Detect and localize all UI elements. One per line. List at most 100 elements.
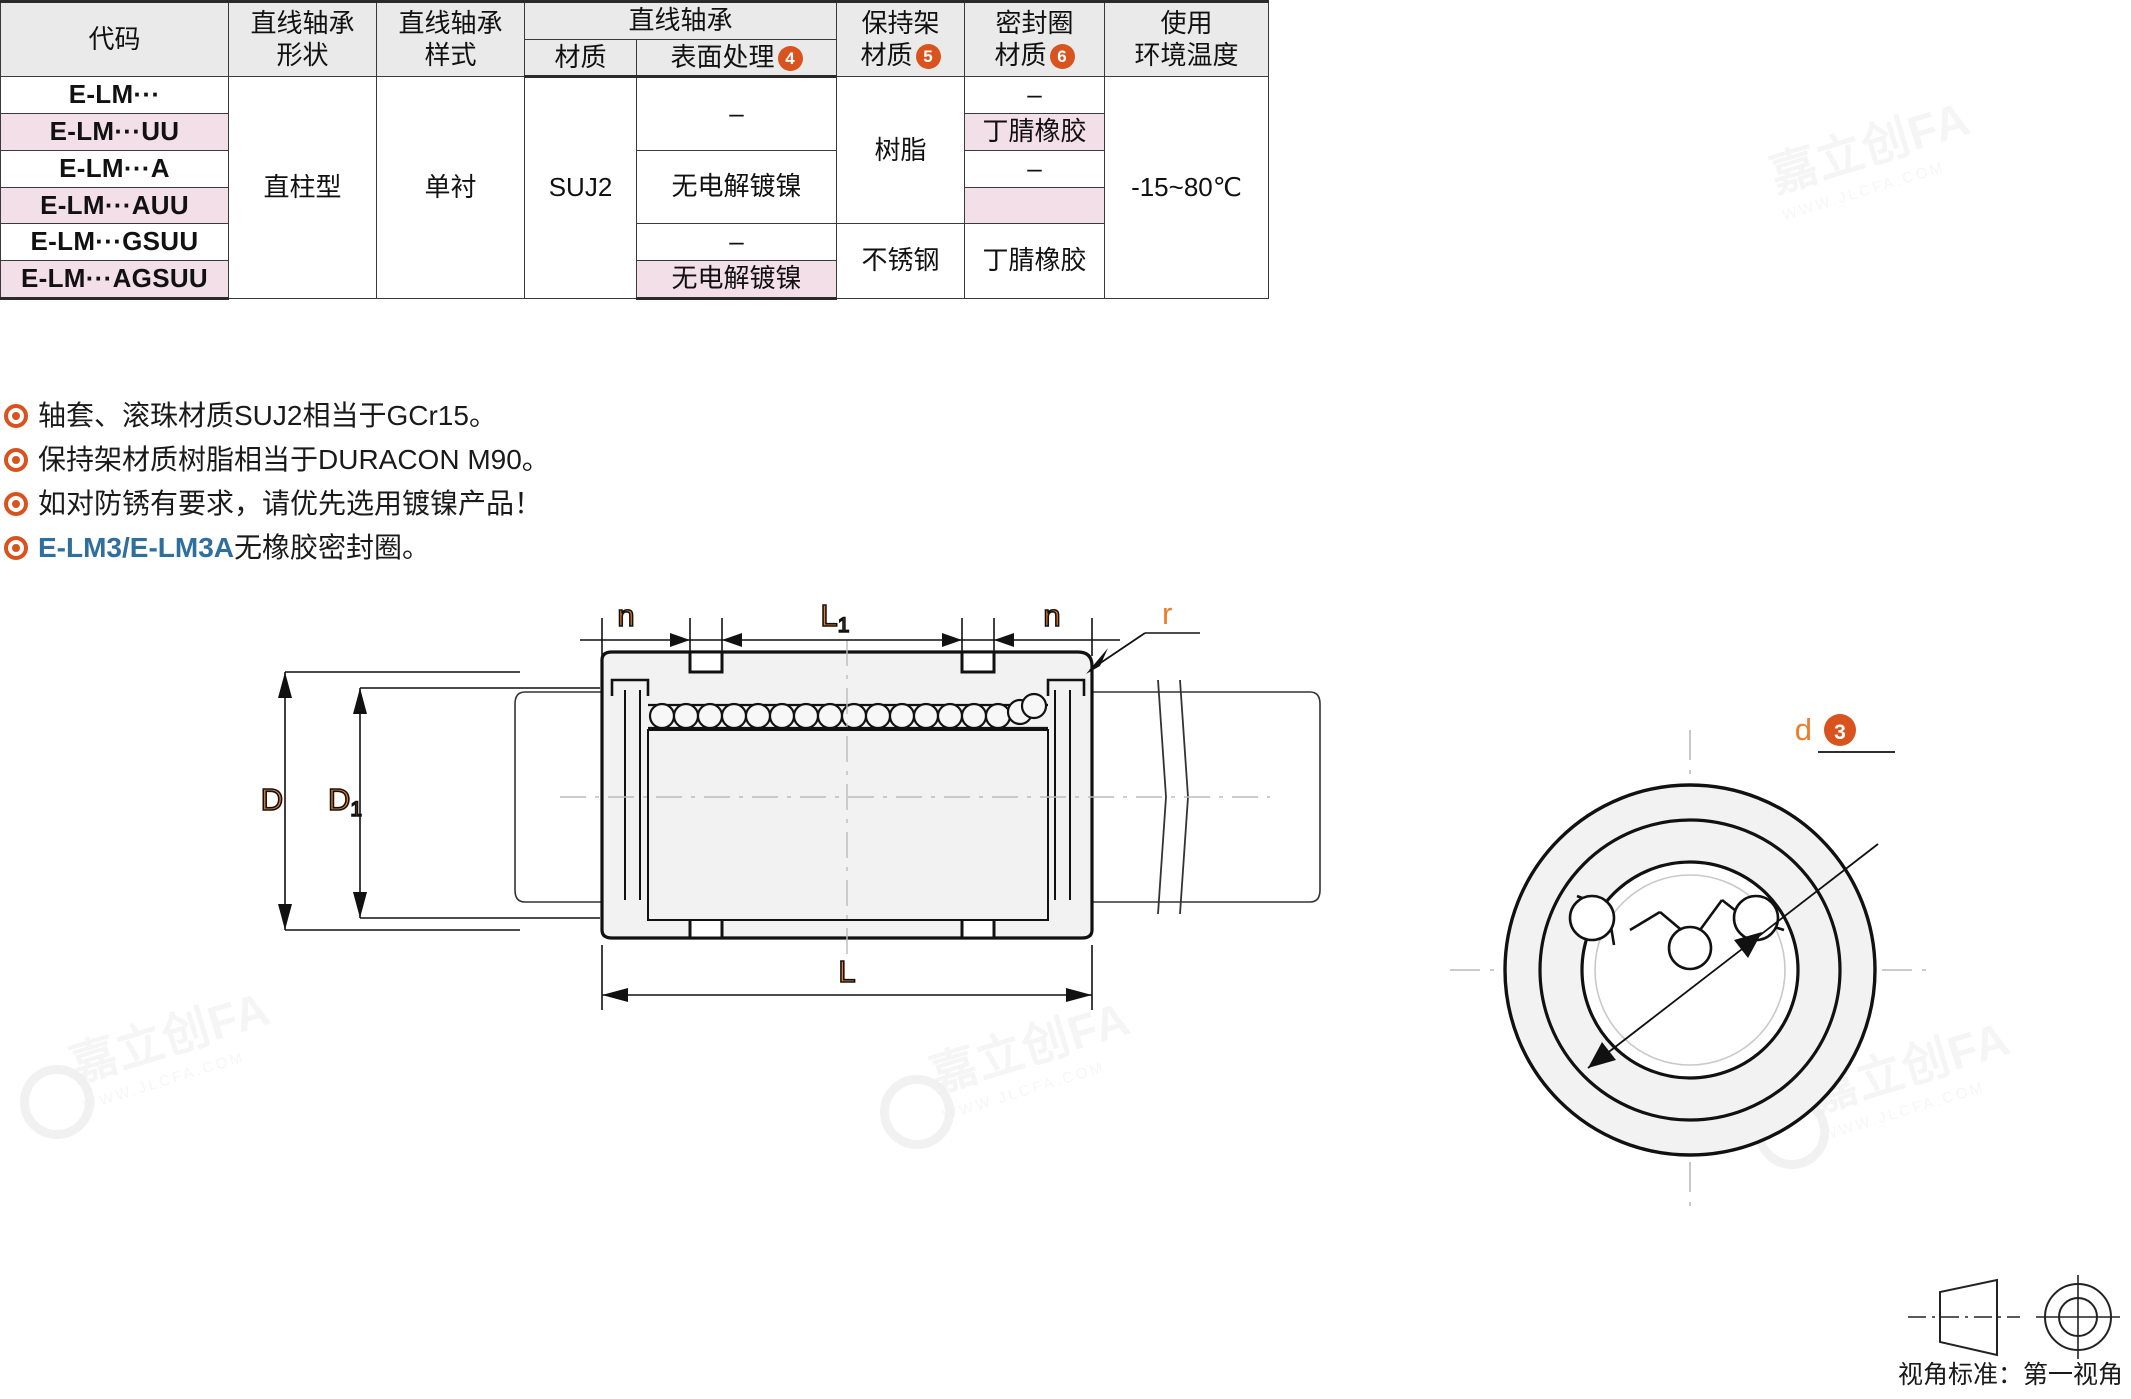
cell-retainer-resin: 树脂: [836, 76, 966, 225]
cell-style: 单衬: [376, 76, 525, 299]
table-row[interactable]: E-LM···AGSUU 无电解镀镍: [0, 260, 1269, 300]
top-dimensions: n L1 n: [580, 600, 1120, 656]
note-text: 如对防锈有要求，请优先选用镀镍产品！: [38, 488, 543, 519]
note-item: 轴套、滚珠材质SUJ2相当于GCr15。: [4, 398, 1104, 433]
ball-row: [648, 692, 1048, 730]
note-item: 如对防锈有要求，请优先选用镀镍产品！: [4, 486, 1104, 521]
cell-surface-nickel-top: 无电解镀镍: [635, 149, 838, 225]
dim-label-n-left: n: [617, 600, 634, 633]
shaft-right-cap: [1309, 691, 1321, 903]
groove-left: [688, 650, 724, 674]
note-item: 保持架材质树脂相当于DURACON M90。: [4, 442, 1104, 477]
cell-surface-nickel-bottom: 无电解镀镍: [635, 260, 838, 300]
row-code: E-LM···AUU: [0, 186, 229, 225]
end-view: d 3: [1450, 712, 1930, 1210]
note-text: 无橡胶密封圈。: [234, 532, 431, 563]
th-bearing-style: 直线轴承 样式: [376, 0, 525, 78]
projection-caption: 视角标准：第一视角: [1897, 1361, 2123, 1389]
r-leader: r: [1086, 600, 1200, 674]
watermark: 嘉立创FA WWW.JLCFA.COM: [1763, 91, 1977, 225]
cell-surface-none-top: –: [635, 76, 838, 151]
cell-seal: [964, 186, 1106, 225]
th-bearing-group: 直线轴承: [523, 0, 838, 40]
ball-center: [1667, 925, 1713, 971]
bottom-dimension-L: L: [601, 945, 1093, 1010]
notes-list: 轴套、滚珠材质SUJ2相当于GCr15。 保持架材质树脂相当于DURACON M…: [4, 398, 1104, 574]
table-row[interactable]: E-LM···A 无电解镀镍 –: [0, 149, 1269, 225]
dim-label-d: d: [1795, 712, 1812, 747]
bullet-icon: [4, 403, 28, 428]
section-view: [514, 640, 1321, 960]
table-row[interactable]: E-LM···GSUU – 不锈钢 丁腈橡胶: [0, 223, 1269, 299]
arrow-n-left: [670, 633, 690, 647]
r-arrow: [1086, 648, 1108, 674]
projection-symbol: [1908, 1275, 2120, 1359]
cell-seal: 丁腈橡胶: [964, 113, 1106, 151]
d-arrow-upper: [1734, 932, 1762, 958]
d-badge-number: 3: [1834, 721, 1846, 744]
L-arrow-left: [602, 988, 628, 1002]
th-code: 代码: [0, 0, 229, 78]
table-row[interactable]: E-LM···UU 丁腈橡胶: [0, 113, 1269, 151]
dim-label-r: r: [1162, 600, 1172, 631]
note-highlight: E-LM3/E-LM3A: [38, 532, 234, 563]
cell-surface-none-bottom: –: [635, 223, 838, 262]
note-text: 保持架材质树脂相当于DURACON M90。: [38, 444, 550, 475]
inner-bore-block: [647, 729, 1049, 921]
cell-seal: –: [964, 76, 1106, 115]
bullet-icon: [4, 535, 28, 560]
ball-left: [1568, 894, 1616, 942]
surface-badge: 4: [777, 45, 803, 71]
arrow-L1-right: [942, 633, 962, 647]
note-text: 轴套、滚珠材质SUJ2相当于GCr15。: [38, 400, 497, 431]
d-diameter-line: [1587, 843, 1879, 1069]
bearing-drawing-svg: n L1 n r D D1: [260, 600, 2120, 1359]
cell-temperature: -15~80℃: [1104, 76, 1270, 299]
row-code: E-LM···UU: [0, 113, 229, 151]
retainer-badge: 5: [915, 43, 941, 69]
break-line-1: [1157, 679, 1167, 915]
table-row[interactable]: E-LM··· 直柱型 单衬 SUJ2 – 树脂 – -15~80℃: [0, 76, 1270, 299]
d-arrow-lower: [1588, 1042, 1616, 1068]
D1-arrow-bottom: [353, 892, 367, 918]
D-arrow-top: [278, 672, 292, 698]
table-row[interactable]: E-LM···AUU: [0, 186, 1269, 225]
seal-left: [610, 678, 650, 696]
D-arrow-bottom: [278, 904, 292, 930]
cell-seal: –: [964, 149, 1106, 188]
arrow-n-right: [994, 633, 1014, 647]
ball-right: [1732, 894, 1780, 942]
bullet-icon: [4, 447, 28, 472]
technical-drawing-area: n L1 n r D D1: [0, 600, 2131, 1399]
groove-right: [960, 650, 996, 674]
L-arrow-right: [1066, 988, 1092, 1002]
cell-material: SUJ2: [524, 76, 637, 299]
row-code: E-LM···AGSUU: [0, 260, 229, 300]
cell-retainer-stainless: 不锈钢: [836, 223, 966, 299]
cone-shape: [1939, 1278, 1998, 1357]
dim-label-L1: L1: [821, 600, 850, 637]
row-code: E-LM···: [0, 76, 229, 115]
th-bearing-shape: 直线轴承 形状: [228, 0, 377, 78]
dim-label-D: D: [261, 782, 283, 817]
left-dimensions: D D1: [260, 671, 600, 931]
seal-right: [1046, 678, 1086, 696]
d-badge-circle: [1824, 714, 1856, 746]
row-code: E-LM···GSUU: [0, 223, 229, 262]
cell-shape: 直柱型: [228, 76, 377, 299]
shaft-left-cap: [514, 691, 526, 903]
row-code: E-LM···A: [0, 149, 229, 188]
bore-dashed-circle: [1594, 874, 1786, 1066]
dim-label-L: L: [838, 954, 855, 989]
th-temperature: 使用 环境温度: [1104, 0, 1270, 78]
dim-label-n-right: n: [1043, 600, 1060, 633]
th-material: 材质: [524, 38, 637, 79]
arrow-L1-left: [722, 633, 742, 647]
seal-badge: 6: [1049, 43, 1075, 69]
